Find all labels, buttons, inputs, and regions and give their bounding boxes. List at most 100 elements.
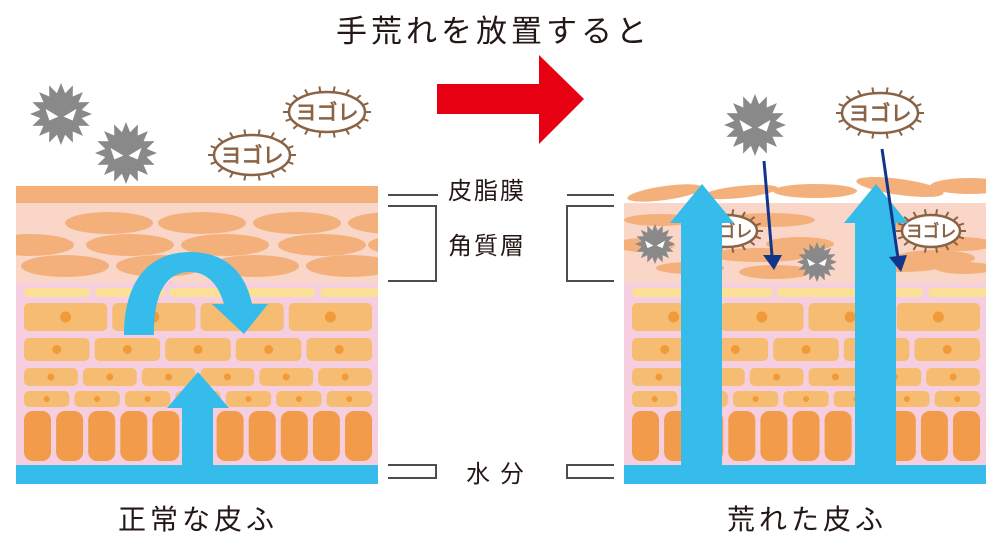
granular-cell [928,288,986,297]
basal-cell [728,411,756,461]
germ-eye [645,240,654,249]
horny-cell [278,234,366,256]
germ-eye [110,147,124,160]
horny-cell [856,176,944,198]
cell-nucleus [341,373,349,381]
basal-cell [88,411,116,461]
cell-nucleus [668,311,680,323]
cell-nucleus [144,396,151,402]
basal-cell [345,411,372,461]
cell-nucleus [773,373,781,381]
cell-nucleus [295,396,302,402]
cell-nucleus [954,396,961,402]
granular-cell [24,288,90,297]
germ-eye [818,258,827,267]
horny-cell [348,212,378,234]
basal-cell [760,411,788,461]
cell-nucleus [803,396,809,402]
horny-cell [253,212,341,234]
horny-cell [627,184,703,202]
granular-cell [320,288,378,297]
horny-cell [16,234,74,256]
moisture-layer [16,465,378,484]
granular-cell [777,288,923,297]
basal-cell [56,411,84,461]
germ-eye [807,258,816,267]
cell-nucleus [47,373,55,381]
basal-cell [953,411,980,461]
cell-nucleus [651,396,658,402]
label-stratum-corneum: 角質層 [448,232,526,260]
horny-cell [935,262,986,274]
sebum-membrane-layer [16,186,378,203]
cell-nucleus [801,345,811,354]
cell-nucleus [756,311,768,323]
arrow-up-icon [167,372,229,465]
horny-cell [158,212,246,234]
horny-cell [306,255,378,277]
page-title: 手荒れを放置すると [336,14,651,50]
horny-cell [702,184,778,200]
moisture-circulation-arrow [124,252,268,335]
horny-cell [65,212,153,234]
caption-rough-skin: 荒れた皮ふ [727,503,888,536]
cell-nucleus [43,396,50,402]
germ-icon [797,242,837,282]
caption-normal-skin: 正常な皮ふ [118,503,279,536]
cell-nucleus [264,345,274,354]
cell-nucleus [193,345,203,354]
cell-nucleus [942,345,952,354]
dirt-label: ヨゴレ [849,102,912,126]
horny-cell [86,234,174,256]
germ-eye [128,147,142,160]
label-moisture: 水分 [466,460,534,488]
cell-nucleus [831,373,839,381]
cell-nucleus [122,345,132,354]
basal-cell [920,411,948,461]
germ-icon [30,83,92,145]
cell-nucleus [94,396,101,402]
label-sebum-membrane: 皮脂膜 [448,177,526,205]
germ-eye [757,119,771,132]
horny-cell [773,184,857,198]
label-brackets [388,194,614,479]
germ-eye [656,240,665,249]
basal-cell [312,411,340,461]
basal-cell [824,411,852,461]
dirt-icon: ヨゴレ [836,87,924,139]
intrusion-arrows [762,148,907,272]
cell-nucleus [52,345,62,354]
dirt-icon: ヨゴレ [283,86,371,138]
germ-eye [739,119,753,132]
arrow-down-icon [763,255,782,270]
arrow-up-icon [670,184,734,465]
cell-nucleus [932,311,944,323]
cell-nucleus [752,396,759,402]
dirt-icon: ヨゴレ [208,129,296,181]
normal-skin-illustration [16,186,378,484]
dirt-icon: ヨゴレ [896,209,966,253]
dirt-label: ヨゴレ [906,221,956,241]
cell-nucleus [245,396,252,402]
horny-cell [710,248,810,262]
dirt-label: ヨゴレ [221,144,284,168]
basal-cell [120,411,148,461]
germ-eye [63,108,77,121]
basal-cell [152,411,180,461]
germ-icon [95,122,157,184]
cell-nucleus [334,345,344,354]
germ-icon [724,94,786,156]
cell-nucleus [660,345,670,354]
basal-cell [792,411,820,461]
horny-cell [368,238,378,252]
arrow-right-icon [437,55,584,144]
horny-cell [930,178,986,194]
cell-nucleus [165,373,173,381]
dirt-label: ヨゴレ [296,101,359,125]
germ-icon [635,224,675,264]
basal-cell [632,411,659,461]
horny-cell [739,265,811,279]
horny-cell [181,234,269,256]
cell-nucleus [903,396,910,402]
